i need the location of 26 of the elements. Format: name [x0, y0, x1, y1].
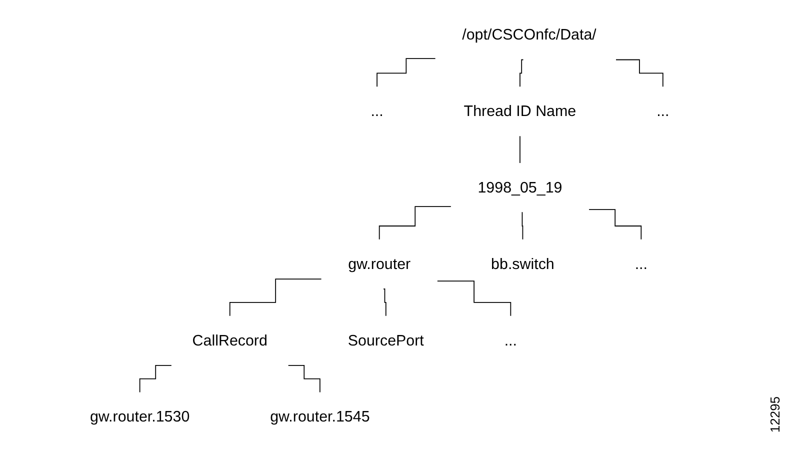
- node-text: gw.router.1545: [270, 408, 370, 426]
- node-text: gw.router: [348, 255, 411, 272]
- node-text: ...: [656, 102, 670, 120]
- node-text: ...: [635, 255, 648, 272]
- connector: [522, 212, 524, 240]
- connector: [437, 280, 512, 316]
- node-text: bb.switch: [491, 255, 555, 272]
- node-text: gw.router.1530: [90, 408, 190, 426]
- node-text: /opt/CSCOnfc/Data/: [462, 26, 597, 44]
- node-text: ...: [371, 102, 384, 120]
- figure-number: 12295: [767, 396, 782, 433]
- connector: [616, 59, 664, 88]
- connector: [384, 288, 387, 316]
- connector: [288, 364, 321, 393]
- node-text: ...: [504, 332, 518, 349]
- node-text: SourcePort: [348, 332, 424, 349]
- connector: [520, 136, 521, 164]
- node-text: CallRecord: [192, 332, 268, 349]
- connector: [520, 59, 524, 88]
- node-text: 1998_05_19: [478, 179, 563, 196]
- connector: [230, 278, 322, 316]
- connector: [376, 58, 436, 88]
- connector: [140, 364, 172, 393]
- node-text: Thread ID Name: [464, 102, 577, 120]
- connector: [588, 209, 642, 240]
- connector: [379, 206, 452, 240]
